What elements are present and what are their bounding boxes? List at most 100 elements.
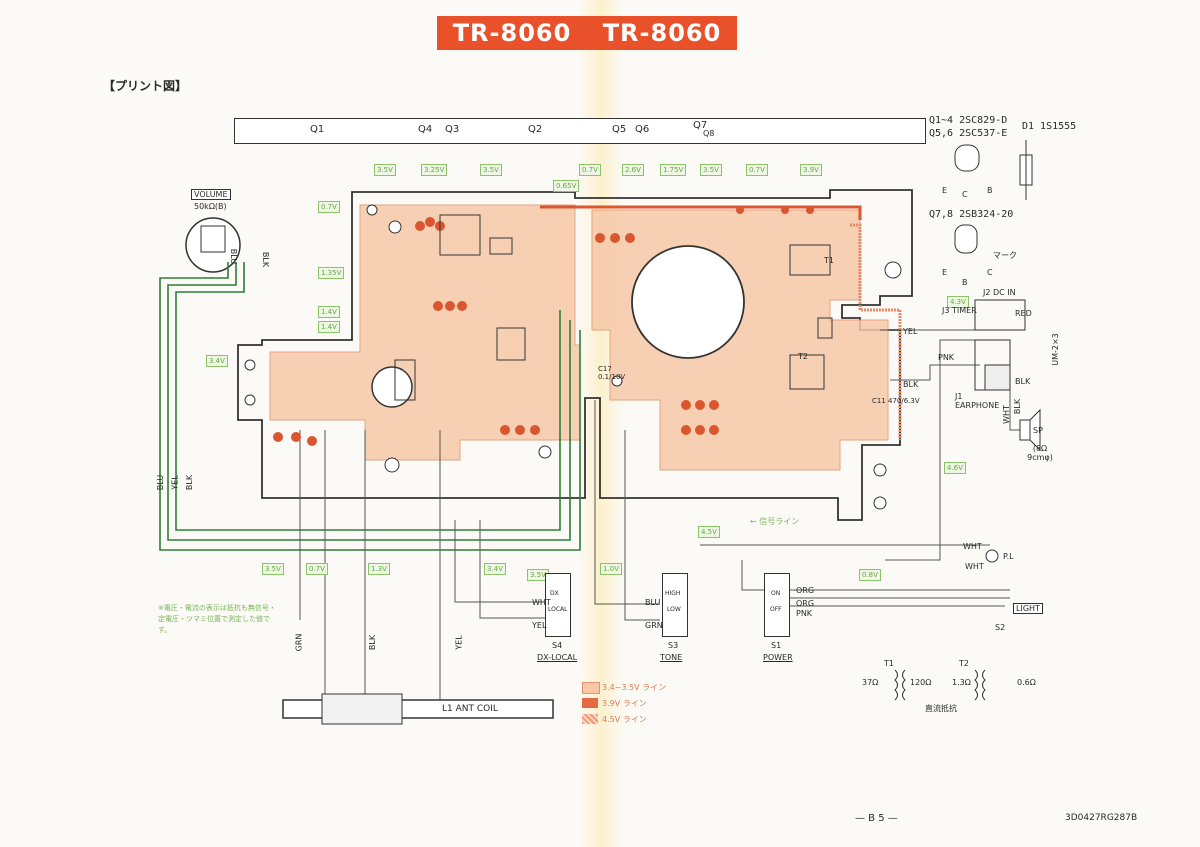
legend-label-4-5v: 4.5V ライン	[602, 715, 647, 724]
switch-s1-bottom: OFF	[770, 606, 782, 613]
ant-coil-label: L1 ANT COIL	[442, 704, 498, 714]
signal-line-label: ← 信号ライン	[750, 517, 800, 526]
voltage-tag: 3.5V	[527, 569, 549, 581]
voltage-tag: 3.4V	[206, 355, 228, 367]
spec-q5-6: Q5,6 2SC537-E	[929, 128, 1008, 139]
voltage-tag: 3.5V	[700, 164, 722, 176]
wire-label-grn: GRN	[294, 633, 304, 652]
switch-s4[interactable]: DX LOCAL	[545, 573, 571, 637]
switch-s1[interactable]: ON OFF	[764, 573, 790, 637]
trace-3-9v	[540, 205, 862, 220]
pin-c-2: C	[987, 268, 993, 277]
bar-label-q2: Q2	[528, 124, 543, 135]
legend-swatch-4-5v	[582, 714, 598, 724]
legend-label-3-4v: 3.4~3.5V ライン	[602, 683, 667, 692]
switch-s3-caption: S3	[668, 641, 679, 650]
voltage-tag: 4.3V	[947, 296, 969, 308]
switch-s4-wire-a: WHT	[532, 598, 551, 607]
switch-s1-caption: S1	[771, 641, 782, 650]
switch-s3-bottom: LOW	[667, 606, 681, 613]
wire-label-red: RED	[1015, 309, 1032, 318]
mount-hole	[873, 496, 887, 510]
switch-s4-wire-b: YEL	[532, 621, 547, 630]
voltage-tag: 4.5V	[698, 526, 720, 538]
t2-caption: T2	[959, 659, 969, 668]
mount-hole	[538, 445, 552, 459]
mark-label: マーク	[993, 251, 1017, 260]
dc-resistance-caption: 直流抵抗	[925, 704, 957, 713]
copper-area-left	[269, 204, 581, 461]
voltage-tag: 3.5V	[480, 164, 502, 176]
bar-label-q8: Q8	[703, 129, 715, 138]
wire-label-blu: BLU	[229, 248, 239, 265]
component-outlines	[394, 214, 833, 401]
voltage-tag: 0.7V	[579, 164, 601, 176]
wire-label-pnk: PNK	[938, 353, 955, 362]
board-outline	[237, 189, 913, 521]
wire-label-wht-pl2: WHT	[965, 562, 984, 571]
s2-label: S2	[995, 623, 1006, 632]
switch-s4-top: DX	[550, 590, 559, 597]
mount-hole	[244, 394, 256, 406]
switch-s4-bottom: LOCAL	[548, 606, 568, 613]
wire-label-blu-side: BLU	[156, 474, 166, 491]
wire-label-yel-side: YEL	[170, 475, 180, 490]
voltage-tag: 1.75V	[660, 164, 687, 176]
legend-swatch-3-9v	[582, 698, 598, 708]
speaker-spec: (8Ω 9cmφ)	[1027, 444, 1053, 462]
switch-s3-name: TONE	[660, 653, 683, 662]
pilot-lamp	[985, 549, 999, 563]
wire-label-org-1: ORG	[796, 586, 815, 595]
copper-area-right	[591, 209, 889, 471]
c17-label: C17 0.1/10V	[598, 365, 626, 381]
jack-j1-label: J1 EARPHONE	[955, 392, 1000, 410]
voltage-tag: 0.8V	[859, 569, 881, 581]
spec-q7-8: Q7,8 2SB324-20	[929, 209, 1014, 220]
voltage-tag: 0.7V	[746, 164, 768, 176]
bar-label-q3: Q3	[445, 124, 460, 135]
spec-d1: D1 1S1555	[1022, 121, 1077, 132]
mount-hole	[884, 261, 902, 279]
pin-b-2: B	[962, 278, 968, 287]
wire-label-blk-sp: BLK	[1013, 398, 1023, 415]
switch-s3[interactable]: HIGH LOW	[662, 573, 688, 637]
wire-label-blk: BLK	[261, 251, 271, 268]
earphone-jack	[984, 364, 1011, 391]
mount-hole	[244, 359, 256, 371]
t1-left-value: 37Ω	[862, 678, 879, 687]
legend-swatch-3-4v	[582, 682, 600, 694]
mount-hole	[384, 457, 400, 473]
speaker-hole	[631, 245, 745, 359]
page-number: — B 5 —	[855, 813, 898, 824]
trace-4-5v	[850, 223, 902, 440]
wire-label-blk-side: BLK	[185, 474, 195, 491]
t2-right-value: 0.6Ω	[1017, 678, 1036, 687]
switch-s1-name: POWER	[763, 653, 793, 662]
switch-s1-top: ON	[771, 590, 781, 597]
pin-e-1: E	[942, 186, 948, 195]
jack-j2-label: J2 DC IN	[983, 288, 1016, 297]
light-label: LIGHT	[1013, 603, 1043, 614]
voltage-tag: 0.7V	[318, 201, 340, 213]
wire-label-wht-sp: WHT	[1001, 405, 1011, 424]
measurement-note: ※電圧・電流の表示は抵抗も無信号・定電圧・ツマミ位置で測定した値です。	[158, 604, 276, 634]
switch-s3-top: HIGH	[665, 590, 681, 597]
pin-e-2: E	[942, 268, 948, 277]
model-title-banner: TR-8060 TR-8060	[437, 16, 737, 50]
pilot-lamp-label: P.L	[1003, 552, 1014, 561]
bar-label-q7: Q7	[693, 120, 708, 131]
volume-value: 50kΩ(B)	[194, 202, 227, 211]
c11-label: C11 470/6.3V	[872, 397, 920, 405]
wire-label-yel-right: YEL	[903, 327, 918, 336]
battery-label: UM-2×3	[1050, 333, 1060, 366]
voltage-tag: 0.7V	[306, 563, 328, 575]
wire-label-blk-right: BLK	[903, 380, 919, 389]
dc-in-jack	[974, 299, 1026, 331]
voltage-tag: 1.35V	[318, 267, 345, 279]
diode-symbol	[1019, 140, 1033, 200]
vc-hole	[371, 366, 413, 408]
document-code: 3D0427RG287B	[1065, 813, 1138, 823]
bar-label-q1: Q1	[310, 124, 325, 135]
voltage-tag: 1.4V	[318, 306, 340, 318]
